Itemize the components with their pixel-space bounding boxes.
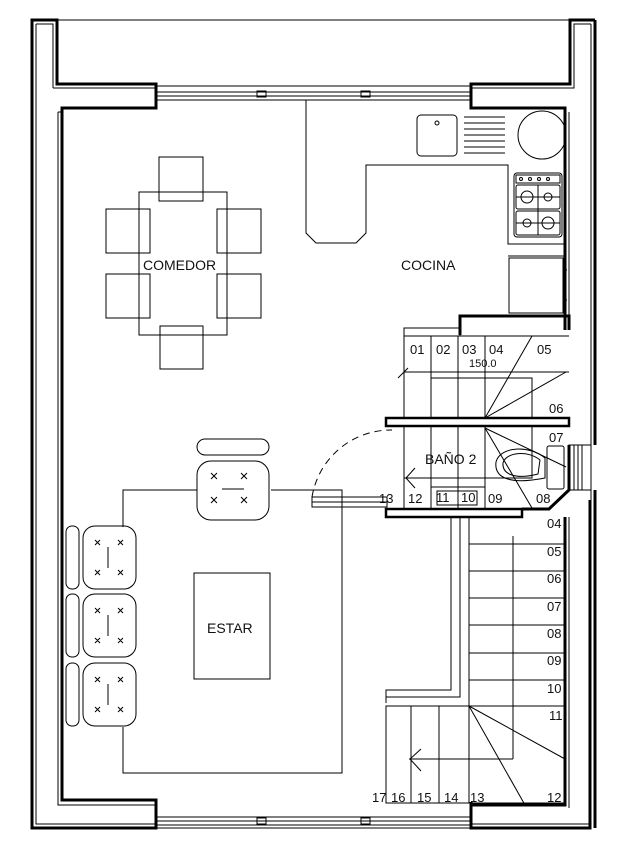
bath-wall-bottom: [384, 507, 524, 519]
step-label: 10: [547, 681, 561, 696]
chair: [216, 208, 262, 254]
chair: [105, 273, 151, 319]
bath-window: [568, 444, 592, 491]
step-label: 13: [379, 491, 393, 506]
sofa-seat: [65, 662, 137, 727]
door-swing: [311, 429, 393, 508]
step-label: 09: [547, 653, 561, 668]
step-label: 07: [547, 599, 561, 614]
chair: [158, 156, 204, 202]
step-label: 05: [547, 544, 561, 559]
stove-icon: [513, 172, 563, 238]
step-label: 15: [417, 790, 431, 805]
step-label: 16: [391, 790, 405, 805]
step-label: 10: [461, 490, 475, 505]
step-label: 03: [462, 342, 476, 357]
step-label: 08: [547, 626, 561, 641]
step-label: 09: [488, 491, 502, 506]
kitchen-round-fixture: [517, 110, 567, 160]
top-window: [156, 85, 471, 101]
coffee-table: [193, 572, 271, 680]
chair: [105, 208, 151, 254]
step-label: 04: [489, 342, 503, 357]
stair-upper: [397, 314, 571, 509]
dimension-label: 150.0: [469, 358, 497, 370]
room-label-cocina: COCINA: [401, 257, 456, 273]
sofa-seat: [65, 525, 137, 590]
refrigerator: [508, 257, 567, 314]
step-label: 11: [549, 708, 563, 723]
chair: [216, 273, 262, 319]
step-label: 12: [547, 790, 561, 805]
room-label-comedor: COMEDOR: [143, 257, 216, 273]
step-label: 02: [436, 342, 450, 357]
step-label: 07: [549, 430, 563, 445]
step-label: 12: [408, 491, 422, 506]
bath-tub: [430, 486, 486, 510]
step-label: 04: [547, 516, 561, 531]
step-label: 01: [410, 342, 424, 357]
exterior-walls: [30, 18, 597, 830]
armchair: [196, 438, 270, 521]
bottom-window: [156, 816, 471, 829]
chair: [159, 325, 204, 370]
kitchen-sink: [416, 114, 505, 157]
step-label: 13: [470, 790, 484, 805]
step-label: 05: [537, 342, 551, 357]
room-label-bano: BAÑO 2: [425, 451, 477, 467]
step-label: 06: [547, 571, 561, 586]
stair-lower: [385, 517, 570, 808]
toilet-icon: [495, 445, 565, 490]
kitchen-counter: [305, 100, 565, 257]
step-label: 17: [372, 790, 386, 805]
bath-wall-top: [384, 416, 571, 428]
living-room-rug: [122, 489, 343, 774]
room-label-estar: ESTAR: [207, 620, 253, 636]
step-label: 11: [436, 490, 450, 505]
sofa-seat: [65, 593, 137, 658]
step-label: 06: [549, 401, 563, 416]
step-label: 14: [444, 790, 458, 805]
step-label: 08: [536, 491, 550, 506]
dining-table: [105, 156, 262, 370]
